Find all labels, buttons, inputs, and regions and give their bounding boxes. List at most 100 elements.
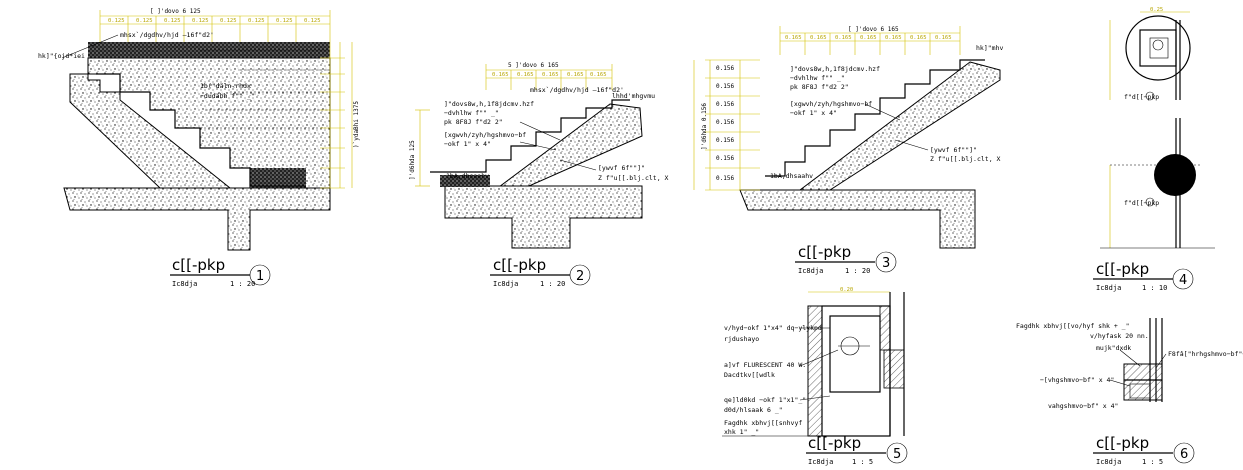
svg-text:0.125: 0.125	[108, 18, 125, 24]
detail-2-note-4: pk 8F8J f"d2 2"	[444, 118, 503, 126]
svg-text:0.125: 0.125	[220, 18, 237, 24]
svg-text:0.165: 0.165	[935, 35, 952, 41]
detail-5-note-5: qe]ld0kd −okf 1"x1"_"	[724, 396, 806, 404]
svg-text:0.165: 0.165	[810, 35, 827, 41]
svg-text:0.165: 0.165	[835, 35, 852, 41]
detail-6-title-block: c[[-pkp Ic8dja 1 : 5 6	[1093, 434, 1195, 466]
detail-2-number: 2	[576, 269, 584, 284]
svg-text:0.165: 0.165	[567, 72, 584, 78]
detail-5-scale-label: Ic8dja	[808, 458, 833, 466]
svg-text:0.156: 0.156	[716, 155, 734, 162]
detail-6-note-2: v/hyfask 20 nn.	[1090, 332, 1149, 340]
detail-3-scale-value: 1 : 20	[845, 267, 870, 275]
svg-text:0.20: 0.20	[840, 287, 853, 293]
detail-1-section	[63, 42, 331, 251]
detail-4-number: 4	[1179, 273, 1187, 288]
svg-text:0.125: 0.125	[192, 18, 209, 24]
detail-5-scale-value: 1 : 5	[852, 458, 873, 466]
detail-6-note-6: F8fâ["hrhgshmvo−bf"−d"	[1168, 350, 1243, 358]
detail-4-note-1: f"d[[−pkp	[1124, 93, 1159, 101]
svg-text:0.165: 0.165	[590, 72, 607, 78]
detail-4: f"d[[−pkp f"d[[−pkp 0.25 c[[-pkp Ic8dja …	[1093, 7, 1215, 292]
detail-6-note-5: vahgshmvo−bf" x 4"	[1048, 402, 1118, 410]
detail-6-note-3: mujk"dxdk	[1096, 344, 1131, 352]
detail-3-note-9: hk]"mhv	[976, 44, 1003, 52]
detail-4-title-block: c[[-pkp Ic8dja 1 : 10 4	[1093, 260, 1194, 292]
detail-5-note-1: v/hyd−okf 1"x4" dq−ylykpd	[724, 324, 822, 332]
detail-3-note-5: −okf 1" x 4"	[790, 109, 837, 117]
svg-text:0.165: 0.165	[785, 35, 802, 41]
detail-2-notes: mhsx`/dgdhv/hjd –16f"d2' ]"dovs8w,h,1f8j…	[444, 86, 669, 182]
detail-3-section: 0.156 0.156 0.156 0.156 0.156 0.156 0.156 ]…	[693, 59, 1001, 249]
svg-text:0.125: 0.125	[248, 18, 265, 24]
detail-1-scale-value: 1 : 20	[230, 280, 255, 288]
detail-5-note-7: Fagdhk xbhvj[[snhvyf	[724, 419, 802, 427]
detail-3-note-1: ]"dovs8w,h,1f8jdcmv.hzf	[790, 65, 880, 73]
detail-1-side-dimension: )`ydaBhi 1375	[320, 42, 360, 189]
detail-4-note-2: f"d[[−pkp	[1124, 199, 1159, 207]
svg-text:0.156: 0.156	[716, 119, 734, 126]
detail-2-note-2: ]"dovs8w,h,1f8jdcmv.hzf	[444, 100, 534, 108]
detail-2-side-dim-text: ]'d6hda 125	[409, 140, 416, 180]
svg-text:0.156: 0.156	[716, 137, 734, 144]
detail-1-notes: mhsx`/dgdhv/hjd –16f"d2' hk]"{ojd*iei 1b…	[38, 31, 255, 100]
detail-5-drawing: 0.20 v/hyd−okf 1"x4" dq−ylykpd rjdushayo…	[722, 287, 905, 437]
detail-6-drawing: Fagdhk xbhvj[[vo/hyf shk + _" v/hyfask 2…	[1016, 318, 1243, 410]
detail-6-number: 6	[1180, 447, 1188, 462]
detail-5-title: c[[-pkp	[808, 434, 861, 452]
detail-6-scale-label: Ic8dja	[1096, 458, 1121, 466]
svg-text:0.165: 0.165	[910, 35, 927, 41]
svg-text:0.125: 0.125	[164, 18, 181, 24]
detail-2-note-8: Z f"u[[.blj.clt, X	[598, 174, 669, 182]
detail-2-title-block: c[[-pkp Ic8dja 1 : 20 2	[490, 256, 591, 288]
detail-6-title: c[[-pkp	[1096, 434, 1149, 452]
svg-text:0.165: 0.165	[860, 35, 877, 41]
detail-3-side-dim-text: ]'d6hda 0.156	[701, 103, 708, 150]
detail-1-number: 1	[256, 269, 264, 284]
detail-1-note-1: mhsx`/dgdhv/hjd –16f"d2'	[120, 31, 214, 39]
detail-4-scale-label: Ic8dja	[1096, 284, 1121, 292]
svg-text:0.25: 0.25	[1150, 7, 1163, 13]
detail-1-title-block: c[[-pkp Ic8dja 1 : 20 1	[170, 256, 271, 288]
svg-text:0.156: 0.156	[716, 65, 734, 72]
detail-2-note-1: mhsx`/dgdhv/hjd –16f"d2'	[530, 86, 624, 94]
detail-5-note-6: d0d/hlsaak 6 _"	[724, 406, 783, 414]
detail-6-scale-value: 1 : 5	[1142, 458, 1163, 466]
svg-text:0.156: 0.156	[716, 83, 734, 90]
detail-1-title: c[[-pkp	[172, 256, 225, 274]
detail-3-note-2: −dvhlhw f"" _"	[790, 74, 845, 82]
detail-2-note-6: −okf 1" x 4"	[444, 140, 491, 148]
detail-2-section: ]'d6hda 125	[409, 99, 643, 249]
detail-5-note-2: rjdushayo	[724, 335, 759, 343]
detail-6: Fagdhk xbhvj[[vo/hyf shk + _" v/hyfask 2…	[1016, 318, 1243, 466]
detail-4-scale-value: 1 : 10	[1142, 284, 1167, 292]
detail-1-top-dim-text: [ ]'dovo 6 125	[150, 8, 201, 15]
detail-4-title: c[[-pkp	[1096, 260, 1149, 278]
detail-5-note-3: a]vf FLURESCENT 40 W.	[724, 361, 806, 369]
detail-6-note-1: Fagdhk xbhvj[[vo/hyf shk + _"	[1016, 322, 1130, 330]
svg-text:0.156: 0.156	[716, 101, 734, 108]
detail-2-scale-label: Ic8dja	[493, 280, 518, 288]
detail-3-note-8: 1bA,dhsaahv	[770, 172, 813, 180]
detail-1-scale-label: Ic8dja	[172, 280, 197, 288]
detail-2-note-9: lhhd'mhgvmu	[612, 92, 655, 100]
detail-6-note-4: −[vhgshmvo−bf" x 4"	[1040, 376, 1114, 384]
detail-2-scale-value: 1 : 20	[540, 280, 565, 288]
detail-3-scale-label: Ic8dja	[798, 267, 823, 275]
detail-3-title-block: c[[-pkp Ic8dja 1 : 20 3	[795, 243, 897, 275]
detail-3-title: c[[-pkp	[798, 243, 851, 261]
detail-1: [ ]'dovo 6 125 0.125 0.125 0.125 0.125 0.1…	[38, 8, 360, 288]
detail-3-note-6: [ywvf 6f""]"	[930, 146, 977, 154]
svg-text:0.165: 0.165	[542, 72, 559, 78]
detail-5-note-4: Dacdtkv[[wdlk	[724, 371, 775, 379]
svg-text:0.165: 0.165	[885, 35, 902, 41]
detail-1-note-4: −dudäbh f"" _"	[200, 92, 255, 100]
detail-1-side-dim-text: )`ydaBhi 1375	[353, 101, 360, 148]
detail-2-top-dim-text: 5 ]'dovo 6 165	[508, 62, 559, 69]
svg-text:0.156: 0.156	[716, 175, 734, 182]
